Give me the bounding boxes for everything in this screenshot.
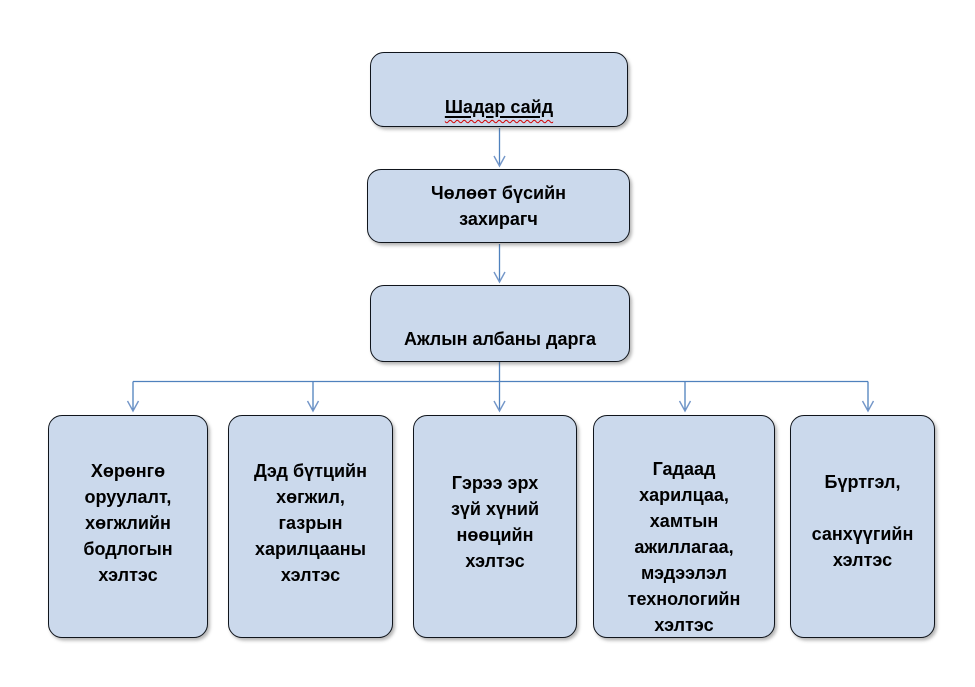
dept-infrastructure-label: Дэд бүтцийн хөгжил, газрын харилцааны хэ… bbox=[254, 461, 367, 585]
governor-label: Чөлөөт бүсийн захирагч bbox=[430, 183, 567, 229]
dept-investment-label: Хөрөнгө оруулалт, хөгжлийн бодлогын хэлт… bbox=[83, 461, 173, 585]
node-office-head[interactable]: Ажлын албаны дарга bbox=[370, 285, 630, 362]
dept-foreign-relations-label: Гадаад харилцаа, хамтын ажиллагаа, мэдээ… bbox=[627, 459, 741, 635]
office-head-label: Ажлын албаны дарга bbox=[404, 329, 596, 349]
node-governor[interactable]: Чөлөөт бүсийн захирагч bbox=[367, 169, 630, 243]
node-dept-infrastructure[interactable]: Дэд бүтцийн хөгжил, газрын харилцааны хэ… bbox=[228, 415, 393, 638]
chief-label-underline: Шадар сайд bbox=[445, 97, 553, 117]
node-dept-investment[interactable]: Хөрөнгө оруулалт, хөгжлийн бодлогын хэлт… bbox=[48, 415, 208, 638]
node-dept-registry-finance[interactable]: Бүртгэл, санхүүгийн хэлтэс bbox=[790, 415, 935, 638]
node-dept-foreign-relations[interactable]: Гадаад харилцаа, хамтын ажиллагаа, мэдээ… bbox=[593, 415, 775, 638]
dept-legal-hr-label: Гэрээ эрх зүй хүний нөөцийн хэлтэс bbox=[450, 473, 540, 571]
node-dept-legal-hr[interactable]: Гэрээ эрх зүй хүний нөөцийн хэлтэс bbox=[413, 415, 577, 638]
node-chief[interactable]: Шадар сайд bbox=[370, 52, 628, 127]
chief-label: Шадар сайд bbox=[444, 97, 554, 117]
dept-registry-finance-label: Бүртгэл, санхүүгийн хэлтэс bbox=[811, 472, 914, 570]
